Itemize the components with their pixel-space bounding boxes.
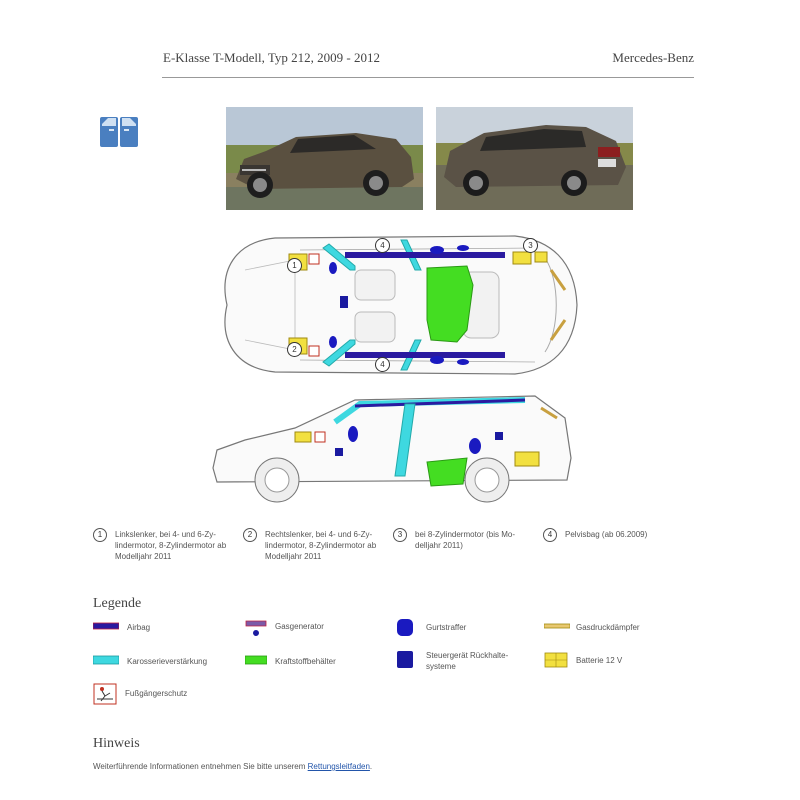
control-unit-icon xyxy=(397,651,413,668)
fuel-tank-icon xyxy=(245,655,267,665)
hint-heading: Hinweis xyxy=(93,736,140,751)
legend-label: Steuergerät Rückhalte- systeme xyxy=(426,651,509,671)
hint-suffix: . xyxy=(369,762,373,771)
pedestrian-protection-icon xyxy=(93,683,117,705)
footnotes: 1 Linkslenker, bei 4- und 6-Zy- lindermo… xyxy=(93,528,693,578)
belt-tensioner-icon xyxy=(397,619,413,636)
header-divider xyxy=(162,77,694,78)
legend-label: Gasgenerator xyxy=(275,622,324,631)
battery-icon xyxy=(544,652,568,668)
gas-generator-icon xyxy=(245,620,267,636)
body-reinforcement-icon xyxy=(93,655,119,665)
hint-text: Weiterführende Informationen entnehmen S… xyxy=(93,762,306,771)
callout-2: 2 xyxy=(287,342,302,357)
rescue-diagram-top-view: 1 2 3 4 4 xyxy=(205,230,585,380)
airbag-icon xyxy=(93,622,119,630)
legend-heading: Legende xyxy=(93,596,142,611)
rescue-diagram-side-view xyxy=(205,388,585,508)
note-number: 3 xyxy=(393,528,407,542)
note-number: 4 xyxy=(543,528,557,542)
note-text: Rechtslenker, bei 4- und 6-Zy- lindermot… xyxy=(265,530,377,561)
legend-label: Fußgängerschutz xyxy=(125,689,188,698)
legend-label: Gasdruckdämpfer xyxy=(576,623,640,632)
legend-label: Airbag xyxy=(127,623,151,632)
gas-damper-icon xyxy=(544,623,570,629)
callout-4: 4 xyxy=(375,238,390,253)
legend-label: Gurtstraffer xyxy=(426,623,467,632)
hint-paragraph: Weiterführende Informationen entnehmen S… xyxy=(93,762,372,771)
car-doors-icon xyxy=(99,114,139,148)
legend-label: Batterie 12 V xyxy=(576,656,623,665)
rescue-guide-link[interactable]: Rettungsleitfaden xyxy=(307,762,370,771)
note-number: 1 xyxy=(93,528,107,542)
document-title: E-Klasse T-Modell, Typ 212, 2009 - 2012 xyxy=(163,50,380,65)
legend-label: Karosserieverstärkung xyxy=(127,657,208,666)
callout-4-lower: 4 xyxy=(375,357,390,372)
car-photo-front xyxy=(226,107,423,210)
car-photo-rear xyxy=(436,107,633,210)
note-number: 2 xyxy=(243,528,257,542)
brand-name: Mercedes-Benz xyxy=(612,50,694,65)
callout-1: 1 xyxy=(287,258,302,273)
note-text: Pelvisbag (ab 06.2009) xyxy=(565,530,648,539)
note-text: Linkslenker, bei 4- und 6-Zy- lindermoto… xyxy=(115,530,227,561)
legend-label: Kraftstoffbehälter xyxy=(275,657,336,666)
callout-3: 3 xyxy=(523,238,538,253)
note-text: bei 8-Zylindermotor (bis Mo- delljahr 20… xyxy=(415,530,516,550)
